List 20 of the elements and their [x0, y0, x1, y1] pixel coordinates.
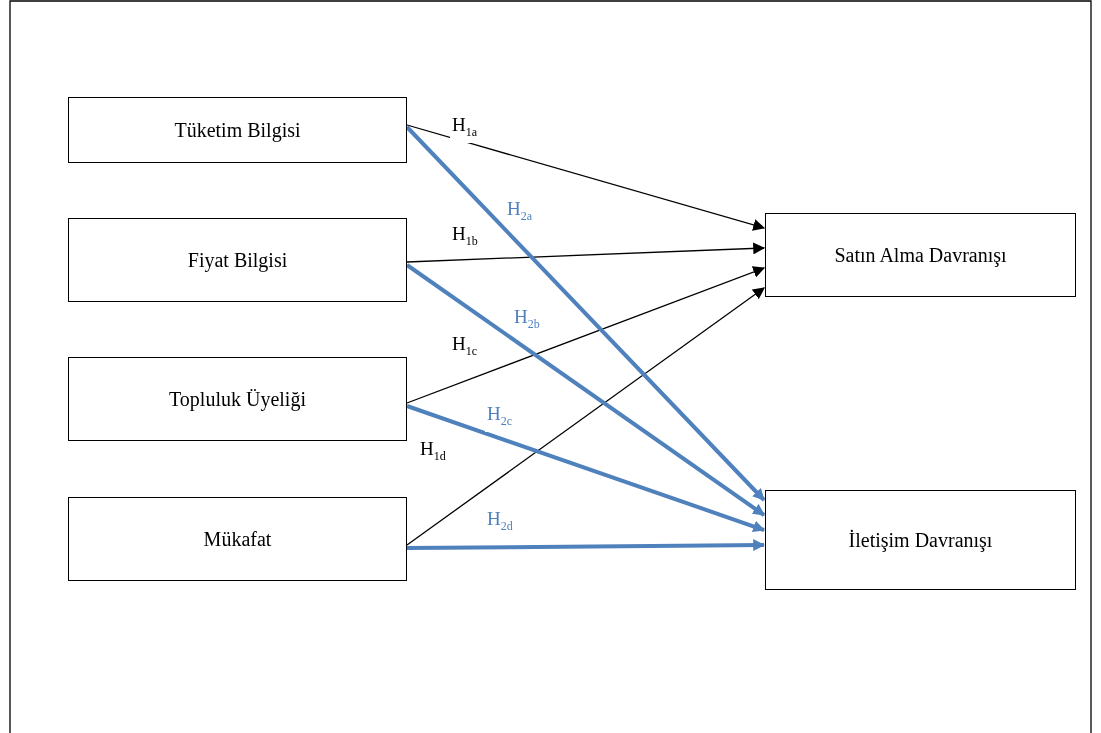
arrow — [407, 539, 766, 552]
box-label: Topluluk Üyeliği — [169, 387, 306, 411]
variable-box — [68, 218, 407, 302]
arrow — [406, 287, 765, 546]
variable-box — [68, 357, 407, 441]
box-label: Fiyat Bilgisi — [187, 248, 288, 272]
variable-box — [765, 490, 1076, 590]
variable-box — [765, 213, 1076, 297]
box-label: Satın Alma Davranışı — [834, 243, 1007, 267]
arrow — [405, 263, 766, 517]
box-label: İletişim Davranışı — [848, 528, 993, 552]
arrow — [406, 242, 766, 263]
arrow — [406, 404, 766, 533]
arrow — [406, 266, 766, 404]
arrow — [405, 125, 766, 502]
box-label: Tüketim Bilgisi — [174, 118, 301, 142]
variable-box — [68, 497, 407, 581]
box-label: Mükafat — [203, 527, 272, 551]
variable-box — [68, 97, 407, 163]
arrow — [406, 124, 766, 231]
